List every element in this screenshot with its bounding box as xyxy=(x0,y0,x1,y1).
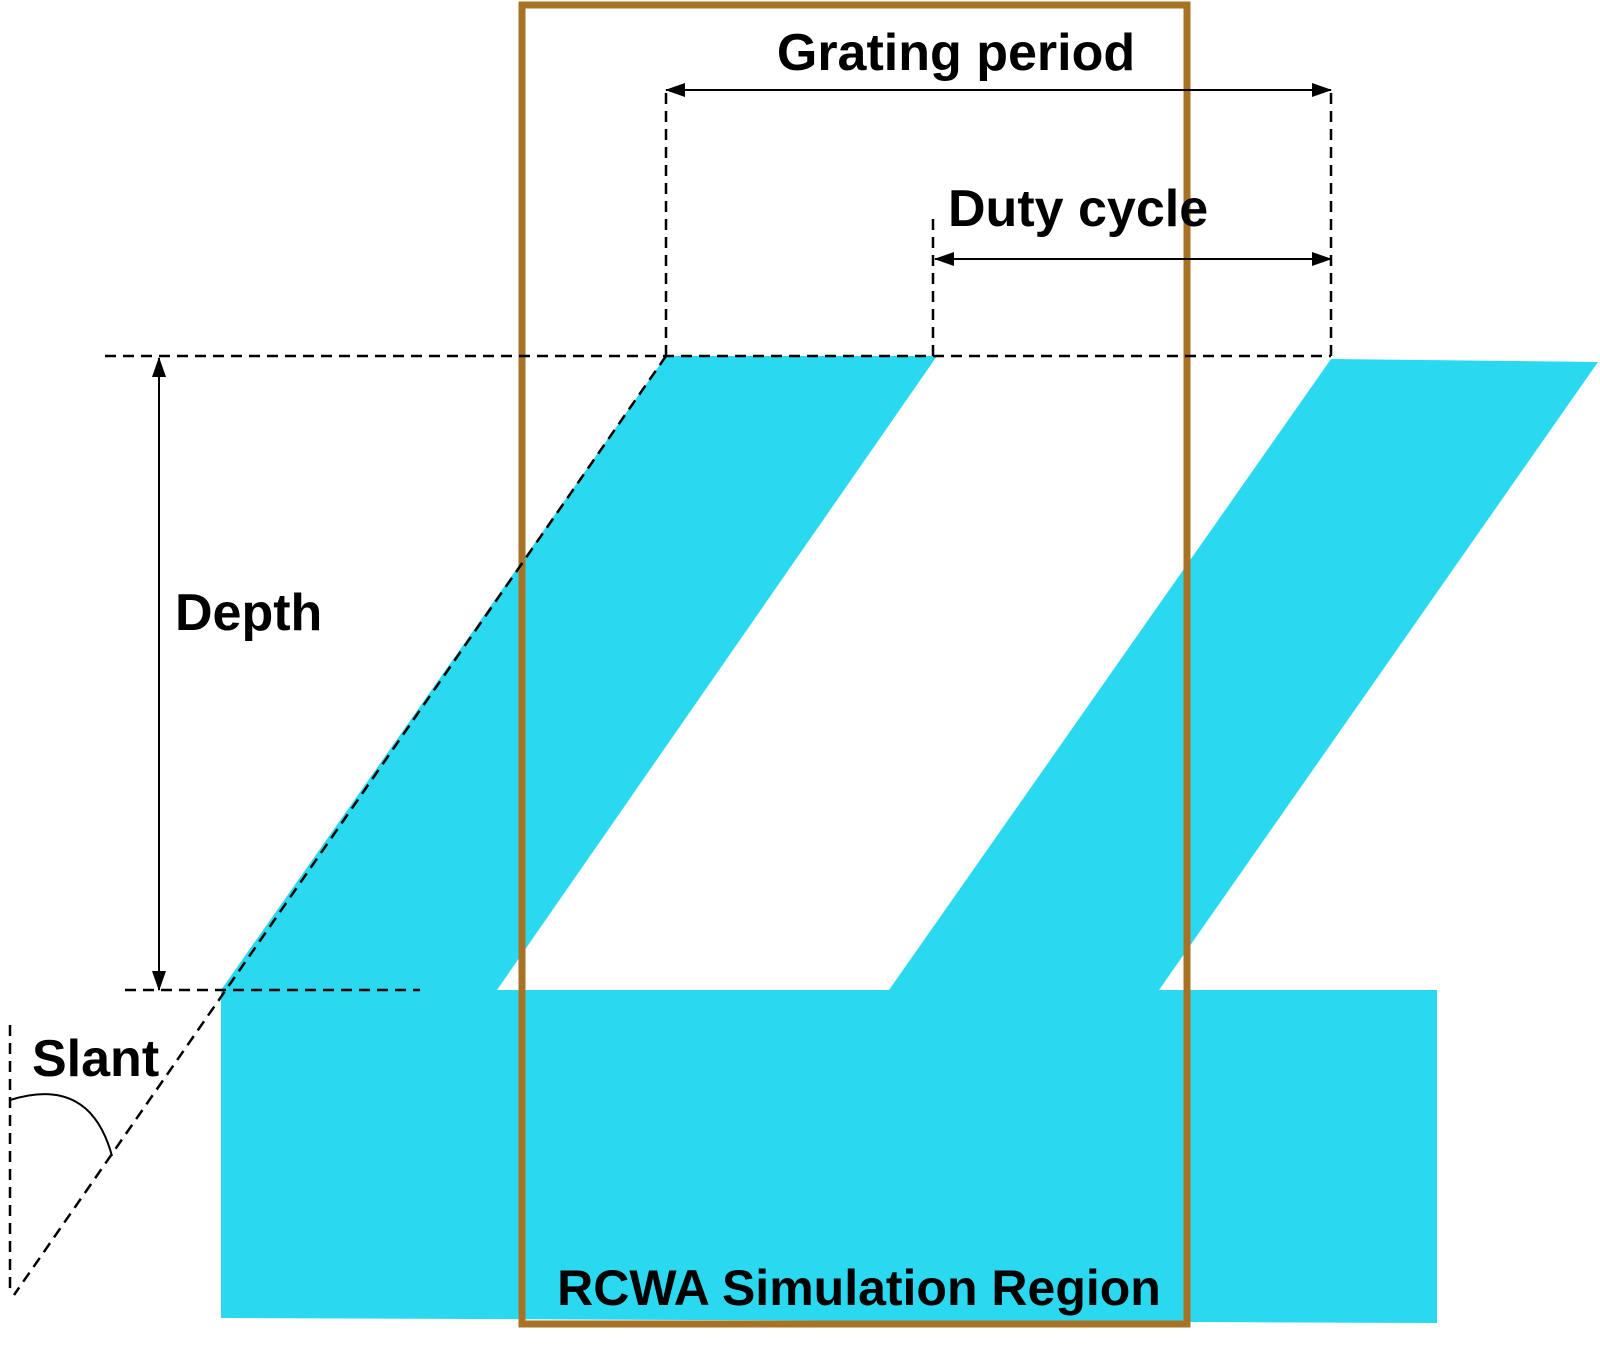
slanted-ridge-left xyxy=(221,356,937,990)
dimension-arrows xyxy=(152,83,1332,991)
grating-structure xyxy=(221,356,1598,1323)
simulation-region-label: RCWA Simulation Region xyxy=(557,1260,1161,1316)
simulation-region-frame xyxy=(518,1,1191,1328)
duty-cycle-label: Duty cycle xyxy=(948,180,1208,238)
grating-period-label: Grating period xyxy=(777,24,1135,82)
slanted-ridge-right xyxy=(889,359,1598,990)
dashed-guides xyxy=(8,88,1333,1296)
slant-label: Slant xyxy=(32,1030,159,1088)
depth-label: Depth xyxy=(175,584,322,642)
slant-extension-line xyxy=(12,355,668,1296)
slant-angle-arc xyxy=(9,1093,113,1157)
